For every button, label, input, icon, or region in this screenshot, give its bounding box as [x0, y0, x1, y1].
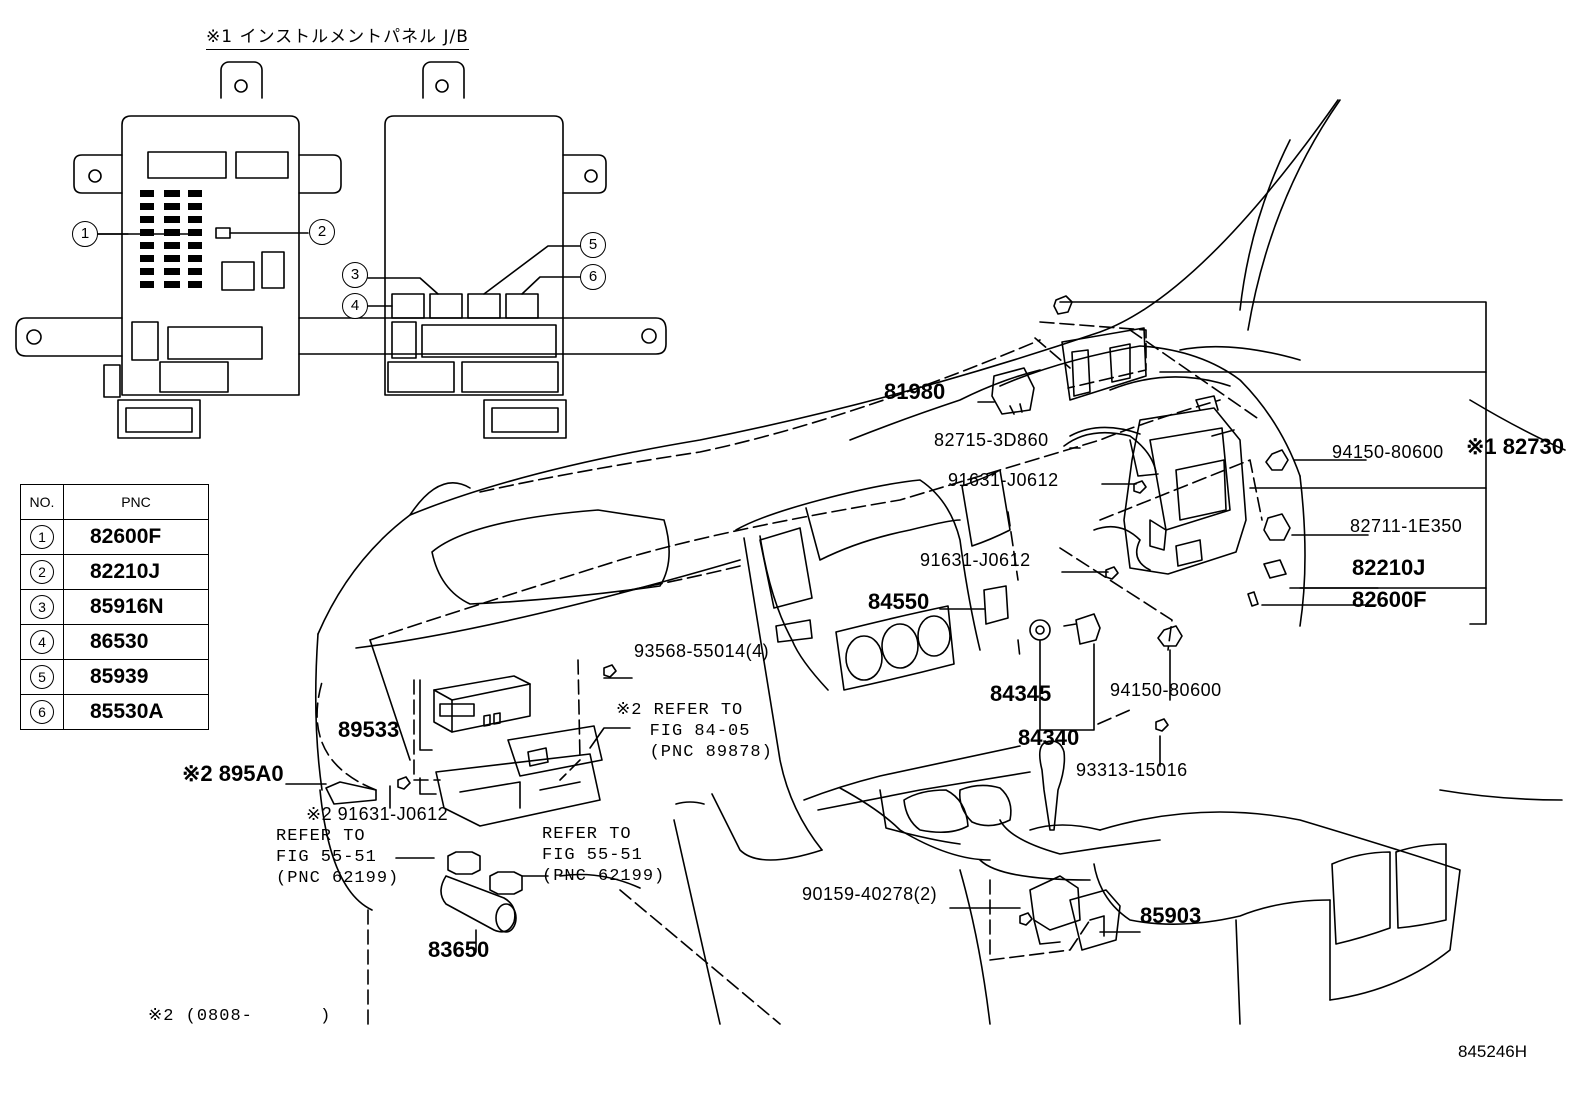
label-82711-1e350[interactable]: 82711-1E350	[1350, 516, 1463, 536]
label-85903[interactable]: 85903	[1140, 903, 1202, 928]
part-84345-knob	[1029, 619, 1051, 641]
part-bracket-upper	[1061, 327, 1147, 401]
table-row: 4 86530	[20, 624, 209, 660]
callout-5: 5	[580, 232, 606, 258]
junction-block-title: ※1 インストルメントパネル J/B	[206, 22, 469, 50]
callout-6: 6	[580, 264, 606, 290]
callout-2: 2	[309, 219, 335, 245]
label-895a0[interactable]: ※2 895A0	[182, 761, 284, 786]
table-row: 6 85530A	[20, 694, 209, 730]
table-row: 3 85916N	[20, 589, 209, 625]
dashboard-outline	[314, 99, 1566, 1025]
row-pnc: 86530	[63, 624, 209, 660]
fuse-grid	[140, 190, 202, 288]
row-number: 1	[30, 525, 54, 549]
table-row: 2 82210J	[20, 554, 209, 590]
dashed-boundaries	[316, 321, 1263, 1025]
row-pnc: 82210J	[63, 554, 209, 590]
part-82730-junction-block	[1093, 395, 1247, 575]
junction-block-back-view	[367, 61, 607, 439]
header-no: NO.	[20, 484, 64, 520]
junction-block-front-view	[15, 61, 667, 439]
header-pnc: PNC	[63, 484, 209, 520]
label-81980[interactable]: 81980	[884, 379, 946, 404]
refer-to-fig-84-05[interactable]: ※2 REFER TO FIG 84-05 (PNC 89878)	[616, 701, 773, 762]
row-number: 4	[30, 630, 54, 654]
table-row: 5 85939	[20, 659, 209, 695]
part-clips	[447, 851, 523, 895]
table-row: 1 82600F	[20, 519, 209, 555]
part-81980-relay	[991, 367, 1035, 415]
label-82600f[interactable]: 82600F	[1352, 587, 1427, 612]
row-number: 5	[30, 665, 54, 689]
row-pnc: 85530A	[63, 694, 209, 730]
part-89533-module	[433, 675, 531, 733]
label-82730[interactable]: ※1 82730	[1466, 434, 1564, 459]
callout-4: 4	[342, 293, 368, 319]
label-84550[interactable]: 84550	[868, 589, 930, 614]
part-82711-clip	[1263, 513, 1291, 541]
label-82715-3d860[interactable]: 82715-3D860	[934, 430, 1049, 450]
label-84345[interactable]: 84345	[990, 681, 1052, 706]
label-82210j[interactable]: 82210J	[1352, 555, 1426, 580]
label-89533[interactable]: 89533	[338, 717, 400, 742]
part-895a0-bracket	[325, 781, 377, 805]
label-84340[interactable]: 84340	[1018, 725, 1080, 750]
label-94150-80600-lower[interactable]: 94150-80600	[1110, 680, 1222, 700]
row-pnc: 82600F	[63, 519, 209, 555]
bolts	[397, 295, 1169, 926]
refer-to-fig-55-51-right[interactable]: REFER TO FIG 55-51 (PNC 62199)	[542, 825, 666, 886]
part-85903-shift-lock	[1029, 875, 1121, 951]
row-number: 3	[30, 595, 54, 619]
part-84550-switch	[983, 585, 1009, 625]
part-82600f-fuse	[1247, 591, 1259, 607]
row-pnc: 85916N	[63, 589, 209, 625]
label-93568-55014[interactable]: 93568-55014(4)	[634, 641, 770, 661]
row-number: 6	[30, 700, 54, 724]
part-83650-cigarette-lighter	[440, 875, 517, 933]
row-pnc: 85939	[63, 659, 209, 695]
callout-3: 3	[342, 262, 368, 288]
part-94150-nut	[1157, 449, 1289, 647]
diagram-id: 845246H	[1458, 1042, 1528, 1061]
label-90159-40278[interactable]: 90159-40278(2)	[802, 884, 938, 904]
label-91631-j0612-lower[interactable]: ※2 91631-J0612	[306, 804, 449, 824]
refer-to-fig-55-51-left[interactable]: REFER TO FIG 55-51 (PNC 62199)	[276, 827, 400, 888]
pnc-table: NO. PNC 1 82600F 2 82210J 3 85916N 4 865…	[20, 484, 209, 730]
part-module-bracket	[435, 725, 603, 827]
pnc-table-header: NO. PNC	[20, 484, 209, 520]
label-83650[interactable]: 83650	[428, 937, 490, 962]
part-82715-wire-harness	[1063, 426, 1159, 477]
label-94150-80600-upper[interactable]: 94150-80600	[1332, 442, 1444, 462]
part-82210j-relay	[1263, 559, 1287, 579]
label-91631-j0612-middle[interactable]: 91631-J0612	[920, 550, 1031, 570]
leader-lines	[285, 301, 1487, 953]
row-number: 2	[30, 560, 54, 584]
label-93313-15016[interactable]: 93313-15016	[1076, 760, 1188, 780]
callout-1: 1	[72, 221, 98, 247]
footnote: ※2 (0808- )	[148, 1007, 332, 1026]
label-91631-j0612-upper[interactable]: 91631-J0612	[948, 470, 1059, 490]
part-84340-switch	[1063, 613, 1101, 645]
